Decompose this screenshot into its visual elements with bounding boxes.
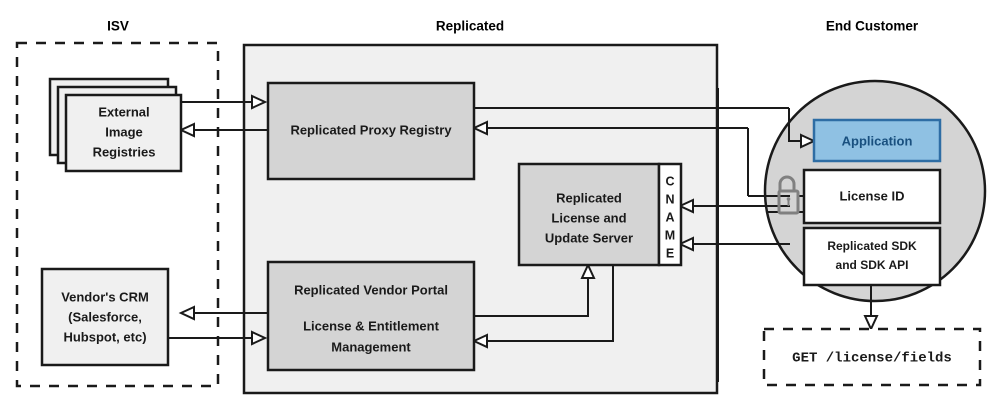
zone-title-replicated: Replicated — [436, 19, 504, 34]
arrowhead-sdk-to-cname — [677, 236, 694, 252]
arrowhead-licenseid-to-cname — [677, 198, 694, 214]
vendor-portal-label-line-4: Management — [331, 339, 411, 354]
zone-title-end-customer: End Customer — [826, 19, 919, 34]
zone-title-isv: ISV — [107, 19, 129, 34]
vendor-portal-label-line-3: License & Entitlement — [303, 318, 439, 333]
connector-server-to-portal — [487, 265, 614, 342]
connector-portal-to-server — [474, 278, 589, 317]
connector-proxy-to-application-seg2 — [788, 108, 801, 142]
sdk-label-line-2: and SDK API — [836, 258, 909, 272]
replicated-proxy-registry[interactable]: Replicated Proxy Registry — [266, 81, 476, 181]
external-image-registries[interactable]: External Image Registries — [48, 77, 183, 173]
crm-label-line-3: Hubspot, etc) — [63, 329, 146, 344]
application-label: Application — [842, 133, 913, 148]
server-label-line-3: Update Server — [545, 230, 633, 245]
arrowhead-registries-to-proxy — [251, 94, 268, 110]
arrowhead-portal-to-server — [580, 262, 596, 279]
proxy-registry-box — [266, 81, 476, 181]
replicated-license-and-update-server[interactable]: Replicated License and Update Server — [517, 162, 661, 267]
unlock-icon — [766, 175, 805, 215]
arrowhead-proxy-to-registries — [178, 122, 195, 138]
padlock-keyhole — [786, 197, 791, 201]
cname-letter-a: A — [665, 210, 674, 224]
cname-letter-c: C — [665, 174, 674, 188]
api-call-label: GET /license/fields — [792, 351, 952, 367]
vendor-portal-box — [266, 260, 476, 372]
server-label-line-2: License and — [551, 210, 626, 225]
vendors-crm[interactable]: Vendor's CRM (Salesforce, Hubspot, etc) — [40, 267, 170, 367]
padlock-shackle — [778, 175, 796, 193]
crm-label-line-2: (Salesforce, — [68, 309, 142, 324]
vendor-portal-label-line-1: Replicated Vendor Portal — [294, 282, 448, 297]
crm-label-line-1: Vendor's CRM — [61, 289, 149, 304]
registries-label-line-2: Image — [105, 124, 143, 139]
sdk-label-line-1: Replicated SDK — [827, 239, 917, 253]
vendors-crm-box — [40, 267, 170, 367]
cname-box-rect — [657, 162, 683, 267]
api-call-box[interactable]: GET /license/fields — [762, 327, 982, 387]
cname-letter-m: M — [665, 228, 675, 242]
registry-card-front — [64, 93, 183, 173]
replicated-sdk[interactable]: Replicated SDK and SDK API — [802, 226, 942, 287]
license-id[interactable]: License ID — [802, 168, 942, 225]
application-box — [812, 118, 942, 163]
cname-box[interactable]: C N A M E — [657, 162, 683, 267]
arrowhead-crm-to-portal — [251, 330, 268, 346]
registries-label-line-3: Registries — [93, 144, 156, 159]
replicated-sdk-box — [802, 226, 942, 287]
registries-label-line-1: External — [98, 104, 149, 119]
license-id-label: License ID — [839, 188, 904, 203]
license-id-box — [802, 168, 942, 225]
api-call-boundary — [762, 327, 982, 387]
arrowhead-portal-to-crm — [178, 305, 195, 321]
isv-zone-boundary — [15, 41, 220, 388]
arrowhead-to-application — [800, 133, 817, 149]
replicated-vendor-portal[interactable]: Replicated Vendor Portal License & Entit… — [266, 260, 476, 372]
arrowhead-server-to-portal — [471, 333, 488, 349]
application[interactable]: Application — [812, 118, 942, 163]
padlock-body — [777, 189, 800, 215]
arrowhead-sdk-to-api-call — [863, 315, 879, 332]
server-label-line-1: Replicated — [556, 190, 622, 205]
cname-letter-e: E — [666, 246, 674, 260]
proxy-registry-label: Replicated Proxy Registry — [290, 122, 452, 137]
cname-letter-n: N — [665, 192, 674, 206]
arrowhead-to-proxy-registry — [471, 120, 488, 136]
